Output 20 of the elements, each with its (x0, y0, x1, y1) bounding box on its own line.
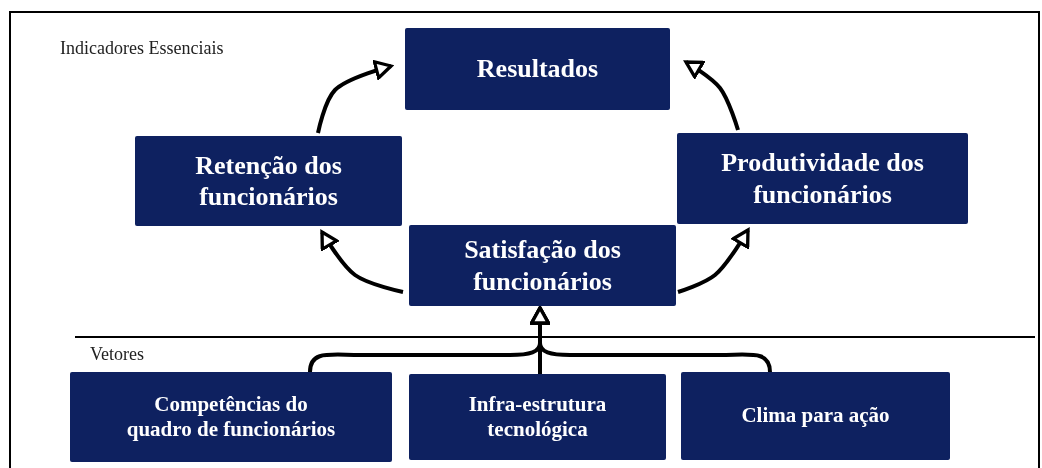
process-box (405, 28, 670, 110)
process-box (70, 372, 392, 462)
node-text: Competências do quadro de funcionários (125, 391, 337, 443)
node-text: Produtividade dos funcionários (720, 147, 925, 210)
node-text: Clima para ação (741, 403, 890, 429)
arrow (320, 230, 404, 294)
section-label: Indicadores Essenciais (60, 38, 224, 59)
node-text: Resultados (476, 53, 599, 85)
node-text: Satisfação dos funcionários (463, 234, 622, 297)
process-box (681, 372, 950, 460)
arrow (684, 60, 740, 131)
process-box (409, 225, 676, 306)
arrow (316, 60, 393, 134)
process-box (677, 133, 968, 224)
process-box (135, 136, 402, 226)
process-box (409, 374, 666, 460)
node-text: Retenção dos funcionários (194, 149, 343, 213)
node-text: Infra-estrutura tecnológica (467, 391, 608, 443)
section-label: Vetores (90, 344, 144, 365)
arrow (677, 228, 750, 294)
